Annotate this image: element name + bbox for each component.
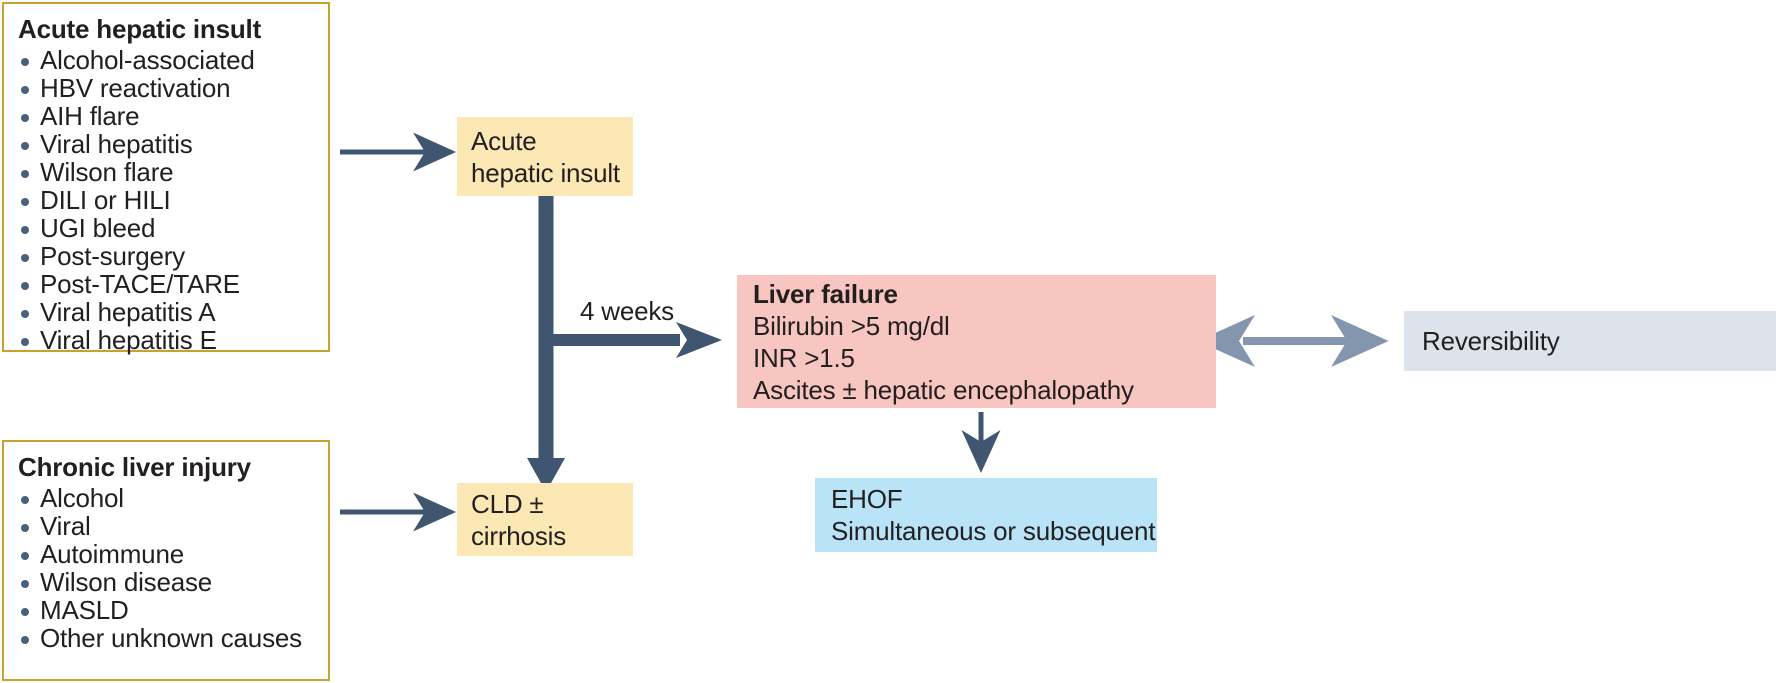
node-acute-hepatic-insult: Acute hepatic insult xyxy=(457,117,633,196)
connector-label-4-weeks: 4 weeks xyxy=(580,296,674,326)
node-line: Acute xyxy=(471,125,537,156)
node-line: cirrhosis xyxy=(471,520,566,551)
node-reversibility: Reversibility xyxy=(1404,311,1776,371)
node-cld-cirrhosis: CLD ± cirrhosis xyxy=(457,483,633,556)
list-item: Alcohol-associated xyxy=(18,46,314,74)
list-item: Autoimmune xyxy=(18,540,314,568)
node-line: Ascites ± hepatic encephalopathy xyxy=(753,374,1134,405)
list-item: Other unknown causes xyxy=(18,624,314,652)
node-line: INR >1.5 xyxy=(753,342,855,373)
list-item: Viral hepatitis A xyxy=(18,298,314,326)
arrow-branch-to-liver-failure xyxy=(546,322,722,358)
list-item: Post-TACE/TARE xyxy=(18,270,314,298)
node-liver-failure: Liver failure Bilirubin >5 mg/dl INR >1.… xyxy=(737,275,1216,408)
list-item: HBV reactivation xyxy=(18,74,314,102)
source-box-title: Chronic liver injury xyxy=(18,452,251,482)
node-line: hepatic insult xyxy=(471,157,620,188)
source-box-list: Alcohol-associated HBV reactivation AIH … xyxy=(18,46,314,354)
node-line: EHOF xyxy=(831,484,903,514)
source-box-chronic-liver-injury: Chronic liver injury Alcohol Viral Autoi… xyxy=(2,440,330,681)
source-box-list: Alcohol Viral Autoimmune Wilson disease … xyxy=(18,484,314,652)
list-item: Viral xyxy=(18,512,314,540)
list-item: Post-surgery xyxy=(18,242,314,270)
arrow-trunk-acute-to-cld xyxy=(527,196,565,492)
list-item: Viral hepatitis xyxy=(18,130,314,158)
list-item: DILI or HILI xyxy=(18,186,314,214)
node-ehof: EHOF Simultaneous or subsequent xyxy=(815,478,1157,552)
list-item: Wilson disease xyxy=(18,568,314,596)
node-heading: Liver failure xyxy=(753,278,898,309)
node-line: Simultaneous or subsequent xyxy=(831,516,1156,546)
list-item: AIH flare xyxy=(18,102,314,130)
list-item: Alcohol xyxy=(18,484,314,512)
node-line: Bilirubin >5 mg/dl xyxy=(753,310,950,341)
list-item: UGI bleed xyxy=(18,214,314,242)
source-box-title: Acute hepatic insult xyxy=(18,14,262,44)
node-line: CLD ± xyxy=(471,488,544,519)
list-item: MASLD xyxy=(18,596,314,624)
list-item: Viral hepatitis E xyxy=(18,326,314,354)
node-line: Reversibility xyxy=(1422,326,1560,356)
source-box-acute-hepatic-insult: Acute hepatic insult Alcohol-associated … xyxy=(2,2,330,354)
list-item: Wilson flare xyxy=(18,158,314,186)
